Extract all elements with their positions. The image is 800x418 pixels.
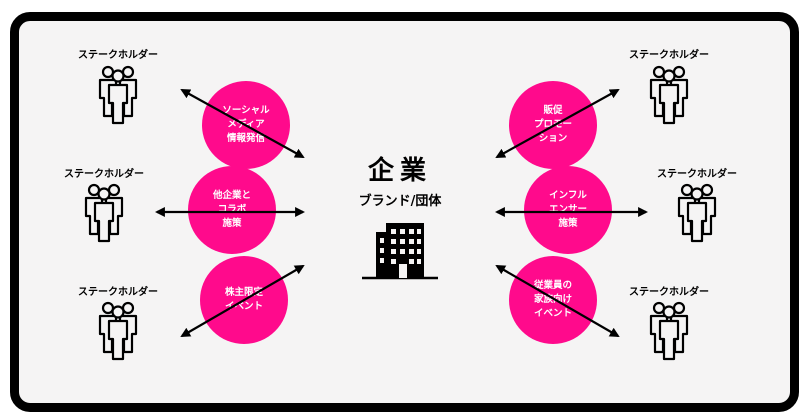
center-title: 企業: [367, 156, 433, 186]
people-group-icon: [651, 303, 687, 359]
stakeholder-label-bottom-right: ステークホルダー: [629, 287, 709, 298]
office-building-icon: [362, 223, 438, 280]
people-group-icon: [100, 67, 136, 123]
arrow-bottom-right: [495, 265, 620, 337]
stakeholder-label-bottom-left: ステークホルダー: [78, 287, 158, 298]
people-group-icon: [100, 303, 136, 359]
people-group-icon: [651, 67, 687, 123]
arrow-top-left: [180, 89, 305, 158]
stakeholder-label-middle-right: ステークホルダー: [657, 169, 737, 180]
arrows: [155, 89, 648, 337]
stakeholder-label-top-right: ステークホルダー: [629, 50, 709, 61]
arrow-top-right: [495, 89, 620, 158]
center-subtitle: ブランド/団体: [358, 194, 442, 209]
arrow-bottom-left: [180, 265, 305, 337]
people-group-icon: [679, 185, 715, 241]
people-group-icon: [86, 185, 122, 241]
stakeholder-label-middle-left: ステークホルダー: [64, 169, 144, 180]
stakeholder-label-top-left: ステークホルダー: [78, 50, 158, 61]
